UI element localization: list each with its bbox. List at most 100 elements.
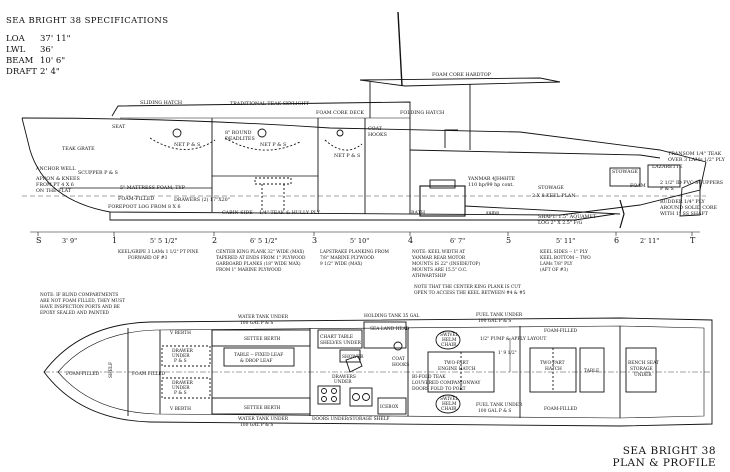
label-foam-filled-2: FOAM FILLED bbox=[132, 372, 166, 377]
station-dim: 5' 11" bbox=[556, 237, 575, 245]
label-drawers-under: DRAWERS bbox=[332, 375, 356, 380]
rudder bbox=[679, 179, 701, 217]
spec-value: 36' bbox=[40, 45, 54, 55]
galley-stove bbox=[317, 385, 341, 405]
label-foam-core-hardtop: FOAM CORE HARDTOP bbox=[432, 72, 492, 78]
station-dim: 5' 5 1/2" bbox=[150, 237, 178, 245]
settee-berth-upper bbox=[211, 329, 311, 347]
label-anchor-well: ANCHOR WELL bbox=[35, 166, 76, 172]
station-dim: 2' 11" bbox=[640, 237, 659, 245]
label-sump: sump bbox=[486, 211, 499, 216]
label-shaft-2: LOG 2" X 2.5" F/G bbox=[538, 220, 583, 226]
label-drawers-under-2: UNDER bbox=[334, 380, 352, 385]
label-teak-skylight: TRADITIONAL TEAK SKYLIGHT bbox=[230, 101, 310, 107]
helm-chair-upper bbox=[435, 330, 461, 350]
icebox bbox=[377, 397, 407, 415]
label-apron-3: ON THE FLAT bbox=[36, 188, 72, 194]
label-stowage-2: 2 X 8 KEEL PLAN bbox=[532, 193, 575, 199]
label-shaft: SHAFT: 1.5" AQUAMET bbox=[538, 214, 597, 220]
net bbox=[224, 137, 301, 151]
note-line: MOUNTS ARE 15.5" O.C. bbox=[412, 268, 467, 273]
label-bench-seat-2: STORAGE bbox=[630, 367, 653, 372]
note-line: EPOXY SEALED AND PAINTED bbox=[40, 311, 109, 316]
note-line: NOTE: IF BLIND COMPARTMENTS bbox=[40, 293, 118, 298]
note-line: GARBOARD PLANKS (18" WIDE MAX) bbox=[216, 262, 301, 267]
label-net-2: NET P & S bbox=[260, 142, 286, 148]
hardtop bbox=[359, 77, 561, 87]
station-dim: 3' 9" bbox=[62, 237, 77, 245]
stations: S 1 2 3 4 5 6 T bbox=[36, 236, 696, 245]
chart-table bbox=[317, 329, 363, 349]
plan-table bbox=[223, 347, 295, 367]
label-yanmar: YANMAR 4JH4HTE bbox=[467, 176, 516, 182]
settee-berth-lower bbox=[211, 397, 311, 415]
label-pumps: 1/2" PUMP & APPLY LAYOUT bbox=[480, 337, 546, 342]
note-line: 9 1/2" WIDE (MAX) bbox=[320, 262, 363, 267]
station-dim: 5' 10" bbox=[350, 237, 369, 245]
cabin-table bbox=[254, 177, 292, 185]
note-line: ARE NOT FOAM FILLED, THEY MUST bbox=[39, 299, 125, 304]
label-rudder: RUDDER 1/4" PLY bbox=[660, 199, 706, 205]
stowage-box-aft bbox=[647, 164, 681, 188]
porthole bbox=[336, 129, 344, 137]
label-water-upper-2: 100 GAL P & S bbox=[240, 321, 273, 326]
burner bbox=[331, 396, 337, 402]
station-label: S bbox=[36, 236, 41, 245]
label-coat-hooks-plan-2: HOOKS bbox=[392, 363, 409, 368]
label-water-lower: WATER TANK UNDER bbox=[238, 417, 289, 422]
note-line: FORWARD OF #3 bbox=[128, 256, 167, 261]
station-label: 6 bbox=[614, 236, 619, 245]
shower-stall bbox=[339, 349, 361, 363]
note-line: NOTE: KEEL WIDTH AT bbox=[412, 250, 465, 255]
label-swivel-lower-2: HELM bbox=[442, 402, 457, 407]
label-drawer-lower: DRAWER bbox=[172, 381, 194, 386]
label-fuel-upper: FUEL TANK UNDER bbox=[476, 313, 523, 318]
label-bench-seat-3: UNDER bbox=[634, 373, 652, 378]
station-label: 5 bbox=[506, 236, 511, 245]
profile-labels: FOAM CORE HARDTOP SLIDING HATCH TRADITIO… bbox=[35, 72, 726, 226]
plan-drawer-lower bbox=[161, 377, 211, 399]
note-line: ATHWARTSHIP bbox=[411, 274, 446, 279]
note-line: MOUNTS IS 22" (INSIDE/TOP) bbox=[412, 262, 480, 267]
label-bifold-3: DOORS FOLD TO PORT bbox=[412, 387, 466, 392]
label-foam: FOAM bbox=[630, 183, 646, 189]
drawing-title: SEA BRIGHT 38 bbox=[622, 445, 716, 457]
construction-notes: KEEL/GRIPE 3 LAMs 1 1/2" PT PINE FORWARD… bbox=[39, 250, 591, 316]
spec-label: BEAM bbox=[6, 56, 34, 66]
note-line: 7/8" MARINE PLYWOOD bbox=[320, 256, 375, 261]
label-pvc: 2 1/2" ID PVC SCUPPERS bbox=[660, 180, 723, 186]
station-label: 2 bbox=[212, 236, 217, 245]
stowage-box bbox=[609, 167, 641, 187]
label-transom-2: OVER 3 LAMs 1/2" PLY bbox=[668, 157, 726, 163]
station-label: 4 bbox=[408, 236, 413, 245]
label-seat: SEAT bbox=[112, 124, 126, 130]
note-line: (AFT OF #3) bbox=[540, 268, 568, 273]
burner bbox=[321, 388, 327, 394]
spec-value: 10' 6" bbox=[40, 56, 66, 66]
helm-chair-lower bbox=[435, 394, 461, 414]
station-label: 3 bbox=[312, 236, 317, 245]
label-yanmar-2: 110 hp/99 hp cont. bbox=[468, 182, 514, 188]
label-swivel-upper-2: HELM bbox=[442, 338, 457, 343]
label-rudder-2: AROUND SOLID CORE bbox=[659, 205, 718, 211]
spec-title: SEA BRIGHT 38 SPECIFICATIONS bbox=[6, 16, 169, 26]
note-line: KEEL/GRIPE 3 LAMs 1 1/2" PT PINE bbox=[118, 250, 199, 255]
sink-bowl bbox=[362, 393, 370, 401]
label-pvc-2: P & S bbox=[660, 186, 674, 192]
label-sea-land-head: SEA LAND HEAD bbox=[370, 327, 410, 332]
label-settee-upper: SETTEE BERTH bbox=[244, 337, 281, 342]
label-water-upper: WATER TANK UNDER bbox=[238, 315, 289, 320]
note-line: NOTE THAT THE CENTER KING PLANK IS CUT bbox=[414, 285, 521, 290]
label-table-leaf-2: & DROP LEAF bbox=[240, 359, 272, 364]
label-drawer-lower-2: UNDER bbox=[172, 386, 190, 391]
helm-chair bbox=[444, 129, 458, 148]
label-net-3: NET P & S bbox=[334, 153, 360, 159]
label-cabin-side: CABIN SIDE -- 1/4" TEAK & HULLY PLY bbox=[222, 210, 321, 216]
label-fuel-lower: FUEL TANK UNDER bbox=[476, 403, 523, 408]
plan-labels: HOLDING TANK 35 GAL SEA LAND HEAD WATER … bbox=[66, 313, 659, 428]
label-water-lower-2: 100 GAL P & S bbox=[240, 423, 273, 428]
label-chart-table-2: SHELVES UNDER bbox=[320, 341, 361, 346]
